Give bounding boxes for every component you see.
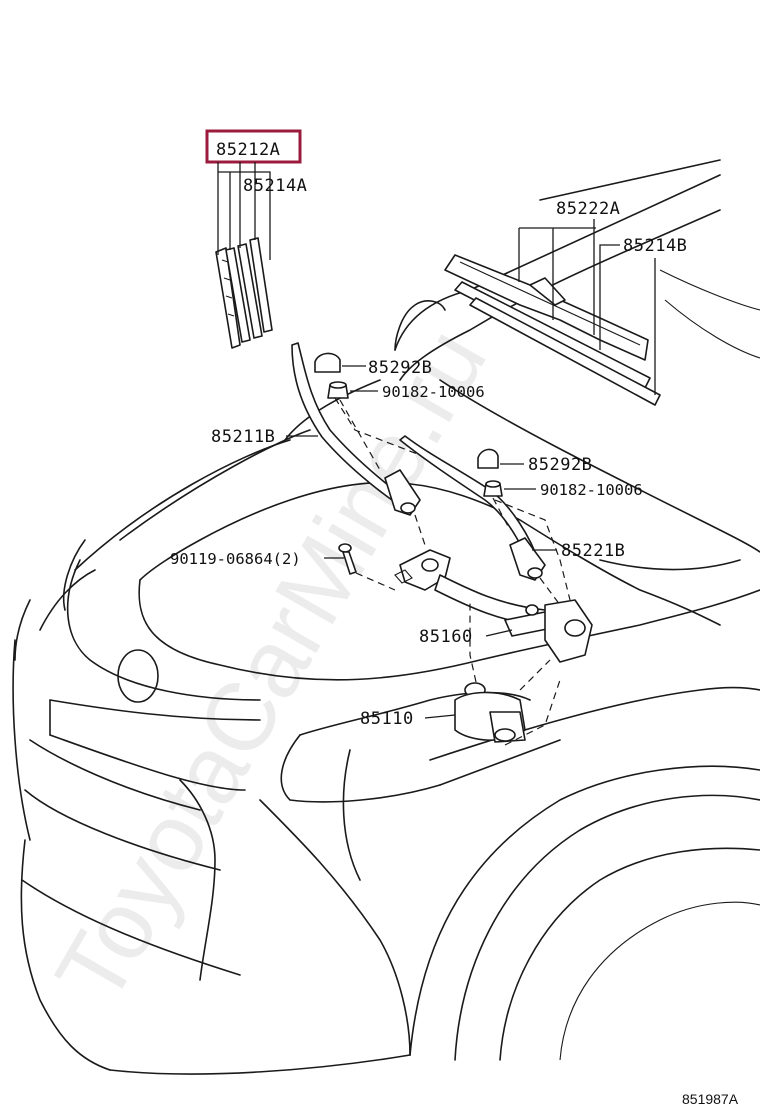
callout-85222a[interactable]: 85222A (556, 199, 620, 219)
callout-85110[interactable]: 85110 (360, 709, 414, 729)
callout-85214a[interactable]: 85214A (243, 176, 307, 196)
callout-85211b[interactable]: 85211B (211, 427, 275, 447)
nut-lower[interactable] (483, 480, 503, 497)
callout-85292b-upper[interactable]: 85292B (368, 358, 432, 378)
callout-90182-10006-upper[interactable]: 90182-10006 (382, 383, 485, 401)
assembly-guide-lines (334, 397, 571, 746)
callout-90182-10006-lower[interactable]: 90182-10006 (540, 481, 643, 499)
selected-part-highlight (205, 129, 302, 164)
wiper-link-assembly[interactable] (394, 549, 593, 663)
leader-lines (217, 162, 656, 719)
callout-85221b[interactable]: 85221B (561, 541, 625, 561)
wiper-arm-right[interactable] (399, 435, 546, 581)
wiper-blade-left[interactable] (215, 237, 273, 349)
figure-id: 851987A (682, 1091, 739, 1107)
wiper-arm-left[interactable] (291, 342, 421, 516)
callout-85160[interactable]: 85160 (419, 627, 473, 647)
pivot-cap-upper[interactable] (314, 352, 341, 373)
callout-90119-06864[interactable]: 90119-06864(2) (170, 550, 301, 568)
callout-85212a[interactable]: 85212A (216, 140, 280, 160)
wiper-motor[interactable] (454, 682, 526, 743)
watermark: ToyotaCarMine.ru (36, 311, 507, 1021)
bolt[interactable] (338, 543, 357, 575)
callout-85292b-lower[interactable]: 85292B (528, 455, 592, 475)
wiper-blade-right[interactable] (444, 254, 661, 406)
nut-upper[interactable] (327, 381, 349, 399)
pivot-cap-lower[interactable] (477, 448, 499, 469)
callout-85214b[interactable]: 85214B (623, 236, 687, 256)
